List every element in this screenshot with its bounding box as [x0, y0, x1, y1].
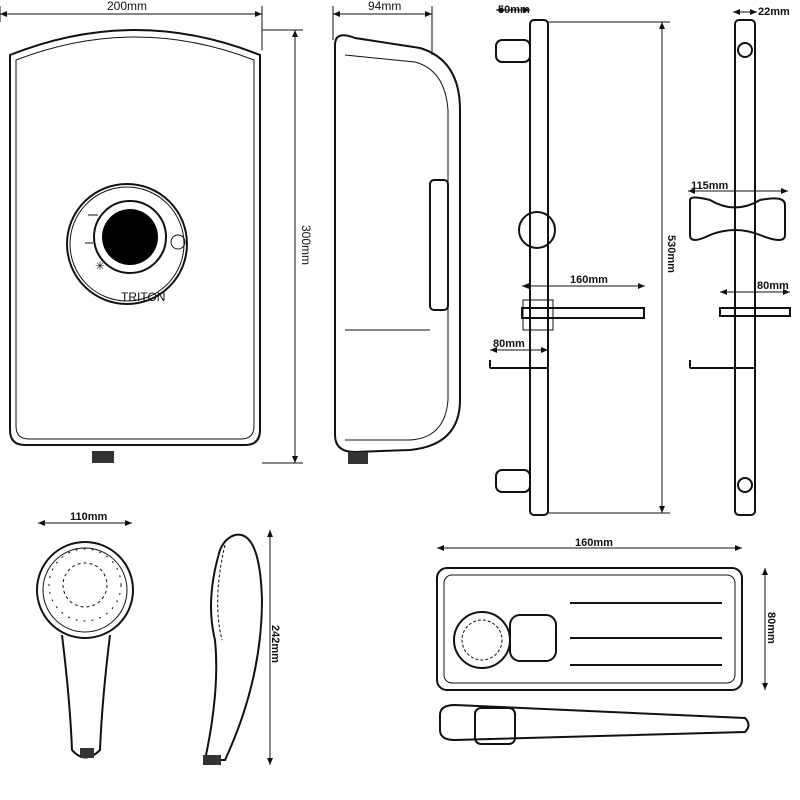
riser-rail-front: 50mm 160mm 80mm 530mm	[489, 4, 677, 516]
logo-text: TRITON	[121, 290, 165, 304]
rail-width-label: 22mm	[758, 6, 790, 18]
depth-label: 94mm	[368, 0, 401, 13]
rail-length-label: 530mm	[665, 235, 677, 273]
soap-dish-width-label: 160mm	[570, 274, 608, 286]
snowflake-icon: ✳	[95, 259, 105, 273]
shower-unit-side: 94mm	[332, 0, 461, 464]
handset-front: 110mm	[36, 511, 134, 759]
width-label: 200mm	[107, 0, 147, 13]
handset-head-label: 110mm	[70, 511, 108, 523]
handset-side: 242mm	[203, 530, 281, 765]
soap-dish-top: 160mm 80mm	[436, 537, 777, 745]
holder-width-side-label: 80mm	[757, 280, 789, 292]
inlet-fitting	[92, 451, 114, 463]
soap-dish-depth-label: 80mm	[765, 612, 777, 644]
handset-length-label: 242mm	[269, 625, 281, 663]
riser-rail-side: 22mm 115mm 80mm	[688, 6, 791, 516]
soap-dish-top-width-label: 160mm	[575, 537, 613, 549]
height-label: 300mm	[299, 225, 313, 265]
control-dial: ✳ TRITON	[66, 183, 188, 305]
power-icon	[170, 234, 186, 250]
slider-width-label: 115mm	[691, 180, 729, 192]
rail-offset-label: 50mm	[498, 4, 530, 16]
holder-width-label: 80mm	[493, 338, 525, 350]
shower-unit-front: ✳ TRITON 200mm 300mm	[0, 0, 313, 464]
